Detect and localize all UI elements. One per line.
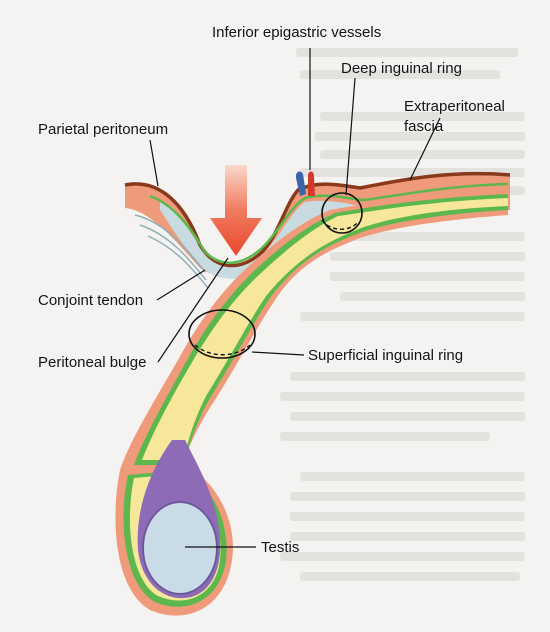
peritoneal-bulge-label: Peritoneal bulge (38, 354, 147, 371)
conjoint-tendon-fibres (134, 214, 209, 289)
spermatic-cord (115, 188, 508, 616)
extraperitoneal-label: Extraperitoneal (404, 98, 505, 115)
parietal-peritoneum-label: Parietal peritoneum (38, 121, 169, 138)
parietal-peritoneum-line (124, 171, 511, 268)
testis-label: Testis (261, 539, 300, 556)
conjoint-tendon-label: Conjoint tendon (38, 292, 144, 309)
superficial-ring-circle (188, 309, 256, 359)
deep-inguinal-ring-label: Deep inguinal ring (341, 60, 462, 77)
deep-ring-dashes (321, 219, 359, 230)
testis-shape (142, 501, 218, 595)
leader-lines (149, 48, 441, 548)
fascia-label: fascia (404, 118, 444, 135)
canal-contents (142, 198, 508, 460)
superficial-ring-dashes (194, 344, 251, 356)
superficial-inguinal-ring-label: Superficial inguinal ring (308, 347, 464, 364)
inferior-epigastric-vessels-label: Inferior epigastric vessels (212, 24, 382, 41)
inferior-epigastric-vessels-icon (295, 171, 315, 196)
deep-ring-circle (321, 192, 363, 234)
peritoneal-line (149, 182, 509, 265)
pressure-arrow-icon (210, 165, 262, 256)
